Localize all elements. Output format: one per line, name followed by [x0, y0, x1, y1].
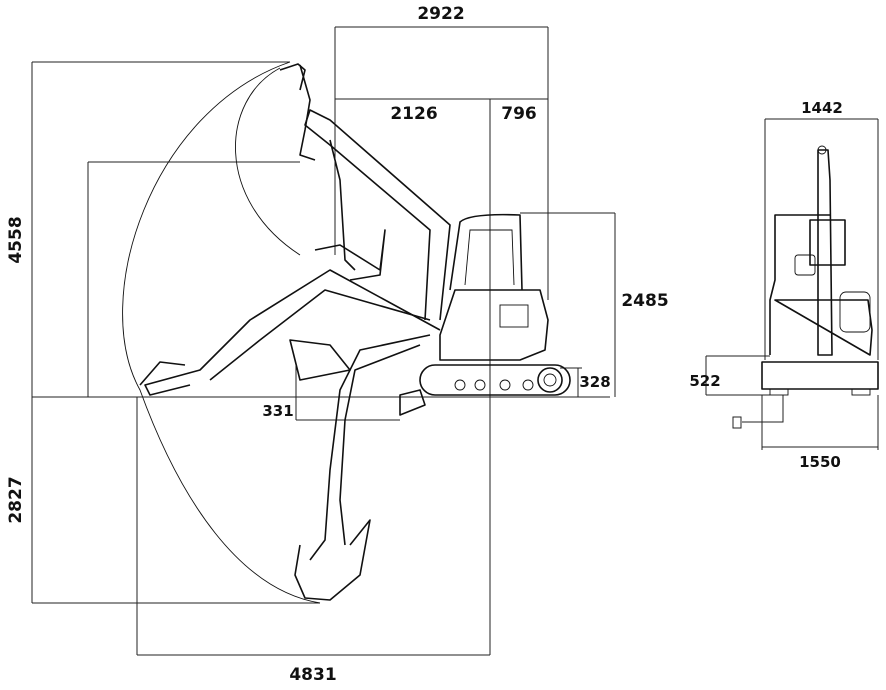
front-view-excavator — [761, 145, 879, 396]
label-max-reach: 4831 — [289, 665, 336, 685]
label-track-width: 1550 — [799, 453, 841, 471]
label-front-to-center: 2126 — [390, 104, 437, 124]
label-max-dig-depth: 2827 — [6, 476, 26, 523]
label-max-dig-height: 4558 — [6, 216, 26, 263]
side-view-excavator — [139, 63, 571, 601]
dimension-labels: 4558 2827 4831 2922 2126 796 2485 328 33… — [6, 4, 843, 685]
reach-arcs — [122, 61, 321, 604]
label-blade-depth: 331 — [262, 402, 293, 420]
label-tail-swing: 796 — [501, 104, 537, 124]
label-track-height: 328 — [579, 373, 610, 391]
label-tail-total: 2922 — [417, 4, 464, 24]
label-cab-width: 1442 — [801, 99, 843, 117]
label-blade-height: 522 — [689, 372, 720, 390]
dimension-lines — [31, 26, 879, 656]
label-cab-height: 2485 — [621, 291, 668, 311]
